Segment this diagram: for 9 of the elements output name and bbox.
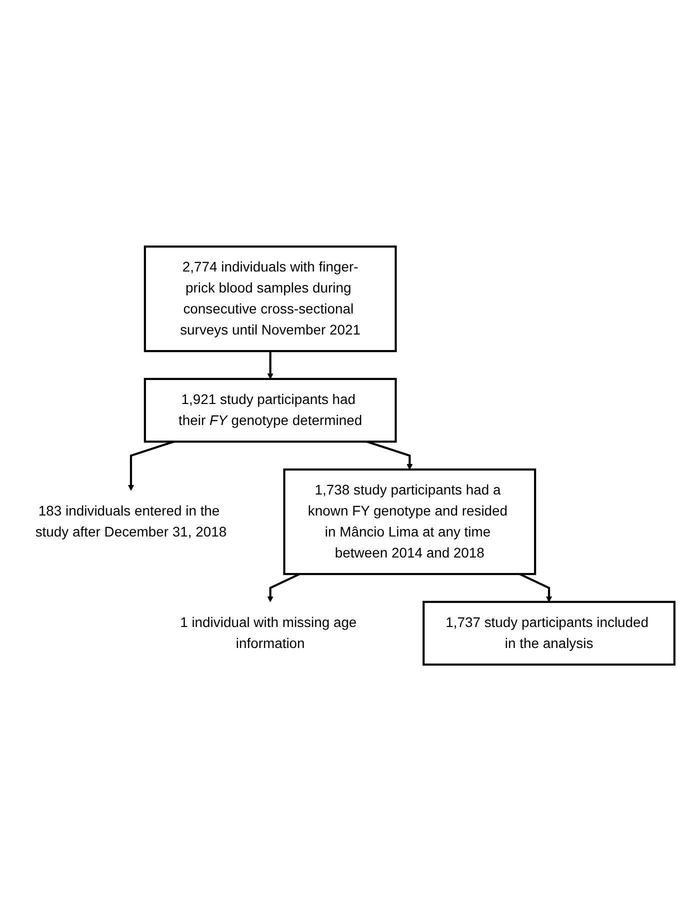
node-box: 1,738 study participants had a known FY genotype and resided in Mâncio Lima at any time between 2014 and 2018 xyxy=(283,468,536,576)
node-box: 1,921 study participants had their FY genotype determined xyxy=(144,378,397,444)
arrow xyxy=(267,351,274,380)
node-box: 2,774 individuals with finger-prick blood samples during consecutive cross-sectional surveys until November 2021 xyxy=(144,246,397,353)
node-box: 1,737 study participants included in the analysis xyxy=(422,601,676,666)
node-text: 1 individual with missing age information xyxy=(180,616,357,652)
arrow xyxy=(267,573,300,603)
node-text: 183 individuals entered in the study after December 31, 2018 xyxy=(35,504,227,540)
arrow xyxy=(519,573,552,603)
